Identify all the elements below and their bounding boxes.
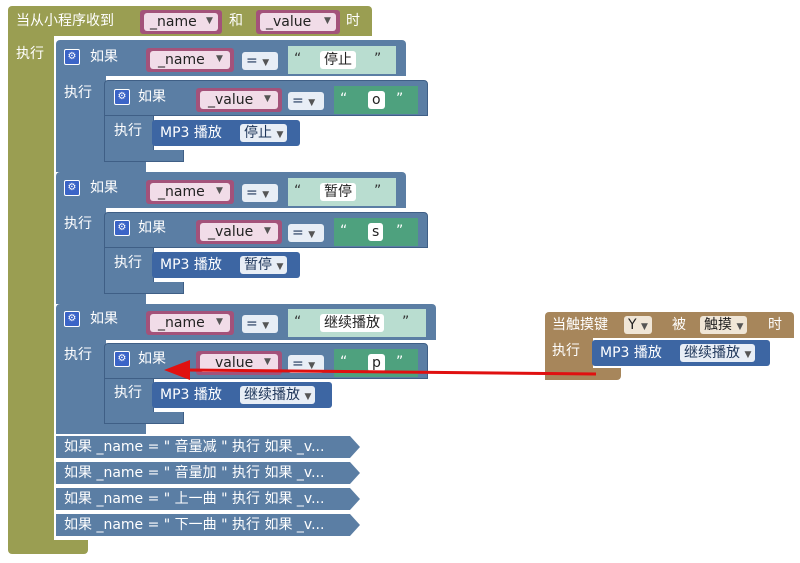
if-label: 如果 [90,180,118,196]
receive-event-bottom [8,540,88,554]
if-label: 如果 [138,89,166,105]
dropdown-arrow-icon: ▼ [308,230,316,240]
event-and-label: 和 [229,13,243,29]
dropdown-arrow-icon: ▼ [641,322,648,332]
annotation-arrow-head [164,360,190,380]
event-title-suffix: 时 [346,13,360,29]
dropdown-arrow-icon: ▼ [262,321,270,331]
string-literal[interactable]: “ 停止 ” [288,46,396,74]
condition-var-value[interactable]: _value ▼ [196,88,282,112]
gear-icon[interactable]: ⚙ [114,351,130,367]
event-do-label: 执行 [16,46,44,62]
do-label: 执行 [64,216,92,232]
collapsed-if-block-previous[interactable]: 如果 _name = " 上一曲 " 执行 如果 _v... [56,488,360,510]
dropdown-arrow-icon: ▼ [304,392,312,402]
eq-operator[interactable]: = ▼ [242,184,278,202]
annotation-arrow-line [185,368,597,376]
gear-icon[interactable]: ⚙ [114,220,130,236]
string-literal[interactable]: “ o ” [334,86,418,114]
string-value[interactable]: p [368,354,385,372]
touch-action-select[interactable]: 触摸 ▼ [700,316,748,334]
eq-operator[interactable]: = ▼ [242,315,278,333]
if-label: 如果 [138,351,166,367]
dropdown-arrow-icon: ▼ [216,54,223,64]
string-literal[interactable]: “ 继续播放 ” [288,309,426,337]
gear-icon[interactable]: ⚙ [64,180,80,196]
mp3-play-option[interactable]: 继续播放 ▼ [680,344,756,362]
string-value[interactable]: s [368,223,384,241]
mp3-play-option[interactable]: 暂停 ▼ [240,256,288,274]
condition-var-value[interactable]: _value ▼ [196,351,282,375]
gear-icon[interactable]: ⚙ [114,89,130,105]
dropdown-arrow-icon: ▼ [262,190,270,200]
touch-event-suffix: 时 [768,317,782,333]
dropdown-arrow-icon: ▼ [324,16,331,26]
string-literal[interactable]: “ 暂停 ” [288,178,396,206]
eq-operator[interactable]: = ▼ [288,92,324,110]
collapsed-if-block-volume-down[interactable]: 如果 _name = " 音量减 " 执行 如果 _v... [56,436,360,458]
condition-var-name[interactable]: _name ▼ [146,311,234,335]
if-label: 如果 [138,220,166,236]
mp3-play-option[interactable]: 停止 ▼ [240,124,288,142]
collapsed-if-block-volume-up[interactable]: 如果 _name = " 音量加 " 执行 如果 _v... [56,462,360,484]
eq-operator[interactable]: = ▼ [288,224,324,242]
string-value[interactable]: 停止 [320,51,356,69]
dropdown-arrow-icon: ▼ [744,350,752,360]
string-value[interactable]: 暂停 [320,183,356,201]
event-title: 当从小程序收到 [16,13,114,29]
receive-event-do-arm [8,36,54,548]
string-literal[interactable]: “ s ” [334,218,418,246]
dropdown-arrow-icon: ▼ [264,357,271,367]
dropdown-arrow-icon: ▼ [276,130,284,140]
touch-event-block[interactable] [545,312,794,338]
gear-icon[interactable]: ⚙ [64,49,80,65]
condition-var-value[interactable]: _value ▼ [196,220,282,244]
touch-do-label: 执行 [552,343,580,359]
dropdown-arrow-icon: ▼ [264,226,271,236]
touch-by-label: 被 [672,317,686,333]
do-label: 执行 [64,85,92,101]
dropdown-arrow-icon: ▼ [308,361,316,371]
string-value[interactable]: 继续播放 [320,314,384,332]
gear-icon[interactable]: ⚙ [64,311,80,327]
if-label: 如果 [90,311,118,327]
dropdown-arrow-icon: ▼ [206,16,213,26]
mp3-play-option[interactable]: 继续播放 ▼ [240,386,316,404]
event-param-name[interactable]: _name ▼ [140,10,222,34]
touch-event-title: 当触摸键 [552,317,608,333]
do-label: 执行 [114,123,142,139]
dropdown-arrow-icon: ▼ [736,322,744,332]
condition-var-name[interactable]: _name ▼ [146,180,234,204]
dropdown-arrow-icon: ▼ [216,317,223,327]
do-label: 执行 [114,385,142,401]
collapsed-if-block-next[interactable]: 如果 _name = " 下一曲 " 执行 如果 _v... [56,514,360,536]
eq-operator[interactable]: = ▼ [242,52,278,70]
touch-key-select[interactable]: Y ▼ [624,316,652,334]
touch-mp3-play-block[interactable]: MP3 播放 继续播放 ▼ [592,340,770,366]
do-label: 执行 [64,347,92,363]
dropdown-arrow-icon: ▼ [264,94,271,104]
dropdown-arrow-icon: ▼ [276,262,284,272]
eq-operator[interactable]: = ▼ [288,355,324,373]
mp3-play-block[interactable]: MP3 播放 暂停 ▼ [152,252,300,278]
mp3-play-block[interactable]: MP3 播放 继续播放 ▼ [152,382,332,408]
if-label: 如果 [90,49,118,65]
mp3-play-block[interactable]: MP3 播放 停止 ▼ [152,120,300,146]
string-value[interactable]: o [368,91,385,109]
dropdown-arrow-icon: ▼ [216,186,223,196]
event-param-value[interactable]: _value ▼ [256,10,340,34]
do-label: 执行 [114,255,142,271]
condition-var-name[interactable]: _name ▼ [146,48,234,72]
dropdown-arrow-icon: ▼ [308,98,316,108]
dropdown-arrow-icon: ▼ [262,58,270,68]
